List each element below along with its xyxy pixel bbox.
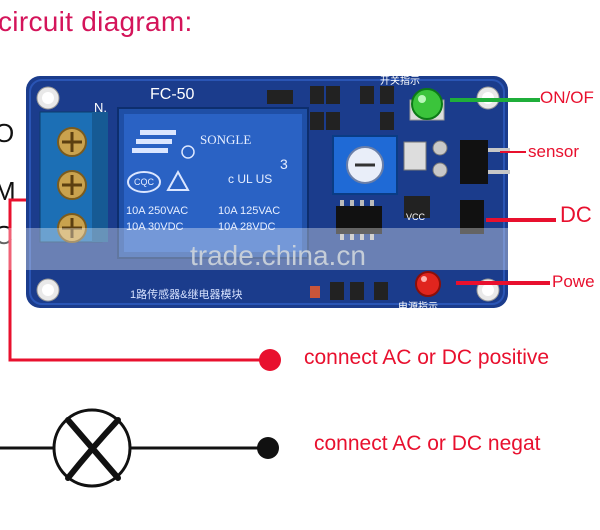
lamp-symbol <box>52 408 132 488</box>
relay-rating-3: 10A 30VDC <box>126 221 184 233</box>
label-sensor: sensor <box>528 142 580 161</box>
relay-board <box>26 76 510 308</box>
label-connect-negative: connect AC or DC negat <box>314 432 541 455</box>
side-letter-o: O <box>0 118 15 148</box>
page-title: circuit diagram: <box>0 6 193 37</box>
label-on-off: ON/OF <box>540 88 594 107</box>
positive-wire <box>8 198 270 362</box>
relay-number: 3 <box>280 156 288 172</box>
board-power-indicator: 电源指示 <box>398 302 438 313</box>
board-vcc: VCC <box>406 212 426 222</box>
board-switch-indicator: 开关指示 <box>380 76 420 87</box>
relay-rating-2: 10A 125VAC <box>218 205 281 217</box>
watermark-band <box>0 228 600 270</box>
relay-cert-cqc: CQC <box>134 177 154 187</box>
negative-terminal-dot <box>257 437 279 459</box>
board-model: FC-50 <box>150 86 195 103</box>
label-dc: DC <box>560 202 592 227</box>
relay-brand: SONGLE <box>200 132 252 147</box>
board-bottom-text: 1路传感器&继电器模块 <box>130 289 243 301</box>
relay-rating-1: 10A 250VAC <box>126 205 189 217</box>
label-power: Powe <box>552 272 595 291</box>
board-n-label: N. <box>94 100 107 115</box>
label-connect-positive: connect AC or DC positive <box>304 346 550 369</box>
watermark: trade.china.cn <box>190 240 366 271</box>
relay-cert-ul: c UL US <box>228 172 273 186</box>
relay-rating-4: 10A 28VDC <box>218 221 276 233</box>
positive-terminal-dot <box>259 349 281 371</box>
